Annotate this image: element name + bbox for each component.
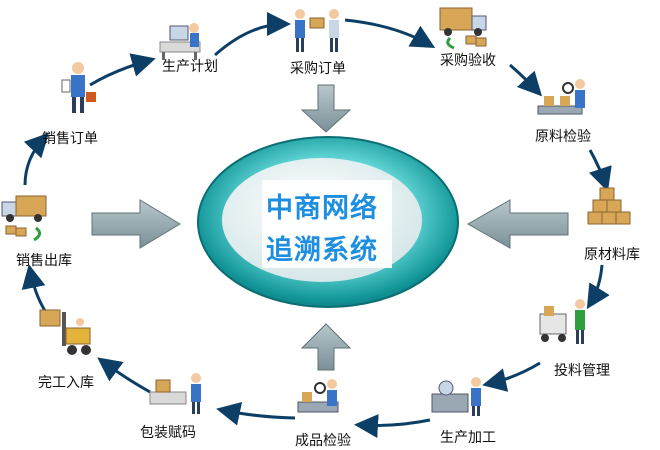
node-label-fgcheck: 成品检验 <box>295 433 351 449</box>
arrow-right-to-center <box>466 199 569 249</box>
center-system <box>197 136 459 308</box>
node-label-feed: 投料管理 <box>554 363 610 379</box>
node-label-rawcheck: 原料检验 <box>535 129 591 145</box>
inspection-conveyor-icon <box>537 79 585 115</box>
arc-order-to-receive <box>344 18 436 48</box>
purchase-handover-icon <box>295 9 339 52</box>
node-label-order: 采购订单 <box>290 61 346 77</box>
system-title-line1: 中商网络 <box>266 193 378 224</box>
node-label-sales: 销售订单 <box>42 131 98 147</box>
arc-rawstore-to-feed <box>586 264 610 310</box>
flow-ring <box>21 12 612 439</box>
packaging-desk-icon <box>149 373 201 414</box>
box-stack-icon <box>587 187 631 225</box>
product-inspection-icon <box>297 379 339 413</box>
node-label-pack: 包装赋码 <box>140 425 196 441</box>
node-label-outstock: 销售出库 <box>16 253 72 269</box>
system-title-line2: 追溯系统 <box>266 235 378 266</box>
machine-processing-icon <box>431 377 481 416</box>
arc-outstock-to-sales <box>23 132 50 186</box>
forklift-icon <box>39 309 91 355</box>
planning-desk-icon <box>159 23 201 60</box>
node-label-process: 生产加工 <box>440 430 496 446</box>
arc-pack-to-instock <box>97 357 151 394</box>
shipping-truck-icon <box>1 195 47 242</box>
delivery-truck-icon <box>439 7 487 50</box>
arc-fgcheck-to-pack <box>216 401 296 426</box>
node-label-instock: 完工入库 <box>38 375 94 391</box>
arc-plan-to-order <box>214 12 291 57</box>
arc-rawcheck-to-rawstore <box>588 149 612 192</box>
arrow-top-to-center <box>300 84 352 133</box>
arc-receive-to-rawcheck <box>509 63 543 97</box>
arc-feed-to-process <box>482 361 541 392</box>
node-label-rawstore: 原材料库 <box>584 247 640 263</box>
arrow-left-to-center <box>91 199 181 249</box>
inbound-arrows <box>91 84 569 371</box>
sales-clerk-icon <box>61 62 96 113</box>
center-text-panel <box>262 180 392 268</box>
node-label-receive: 采购验收 <box>440 53 496 69</box>
node-label-plan: 生产计划 <box>162 59 218 75</box>
arc-sales-to-plan <box>89 53 156 87</box>
arc-process-to-fgcheck <box>354 414 431 439</box>
arrow-bottom-to-center <box>300 323 352 371</box>
cart-feeding-icon <box>539 299 585 344</box>
